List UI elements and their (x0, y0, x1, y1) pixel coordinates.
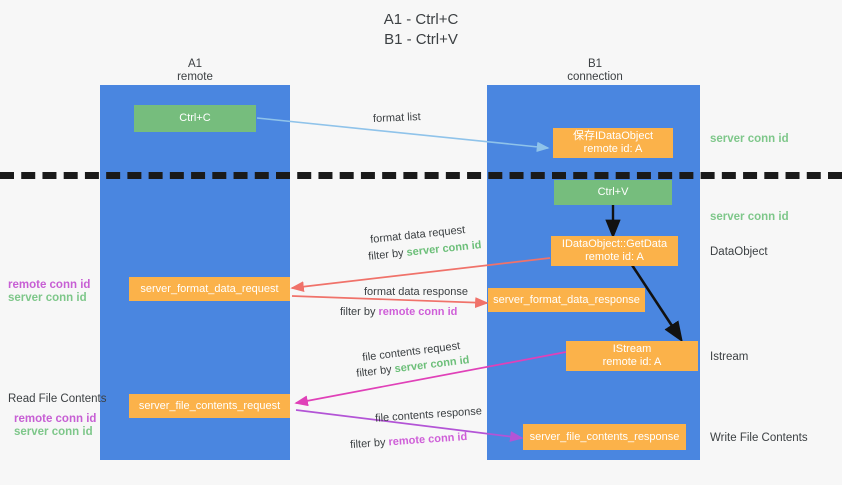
box-server-file-contents-request[interactable]: server_file_contents_request (129, 394, 290, 418)
lane-header-b1-sub: connection (567, 71, 623, 83)
title-line-2: B1 - Ctrl+V (384, 31, 458, 48)
box-server-format-data-response-label: server_format_data_response (493, 293, 640, 306)
edge-label-format-data-response-filter: filter by remote conn id (340, 305, 457, 319)
filter-value-remote-conn-id-1: remote conn id (378, 306, 458, 318)
box-save-idataobject-line1: 保存IDataObject (572, 130, 654, 142)
box-idataobject-getdata-line2: remote id: A (585, 251, 644, 263)
filter-by-prefix-1: filter by (367, 246, 408, 263)
note-server-conn-id-mid: server conn id (710, 211, 789, 223)
edge-label-format-list: format list (372, 110, 421, 126)
edge-label-file-contents-response-filter: filter by remote conn id (350, 430, 468, 452)
edge-label-format-data-response: format data response (364, 286, 468, 298)
page-title: A1 - Ctrl+C B1 - Ctrl+V (0, 10, 842, 50)
note-server-conn-id-top: server conn id (710, 133, 789, 145)
box-server-format-data-request-label: server_format_data_request (140, 282, 279, 295)
filter-by-prefix-3: filter by (355, 363, 396, 380)
box-ctrl-v-label: Ctrl+V (597, 186, 629, 198)
filter-by-prefix-2: filter by (340, 306, 379, 318)
box-server-file-contents-request-label: server_file_contents_request (138, 399, 281, 412)
box-server-format-data-request[interactable]: server_format_data_request (129, 277, 290, 301)
box-idataobject-getdata[interactable]: IDataObject::GetData remote id: A (551, 236, 678, 266)
lane-header-b1: B1 connection (540, 58, 650, 84)
note-server-conn-id-1: server conn id (8, 292, 87, 304)
filter-value-remote-conn-id-2: remote conn id (388, 430, 468, 449)
box-istream-line1: IStream (612, 343, 652, 355)
box-ctrl-v[interactable]: Ctrl+V (554, 180, 672, 205)
lane-header-a1-name: A1 (187, 58, 203, 70)
box-ctrl-c[interactable]: Ctrl+C (134, 105, 256, 132)
note-read-file-contents: Read File Contents (8, 393, 107, 405)
note-write-file-contents: Write File Contents (710, 432, 808, 444)
note-server-conn-id-2: server conn id (14, 426, 93, 438)
lane-header-a1-sub: remote (177, 71, 213, 83)
note-dataobject: DataObject (710, 246, 768, 258)
box-istream[interactable]: IStream remote id: A (566, 341, 698, 371)
box-server-file-contents-response-label: server_file_contents_response (529, 430, 680, 443)
box-server-file-contents-response[interactable]: server_file_contents_response (523, 424, 686, 450)
box-save-idataobject[interactable]: 保存IDataObject remote id: A (553, 128, 673, 158)
note-remote-conn-id-1: remote conn id (8, 279, 91, 291)
note-istream: Istream (710, 351, 749, 363)
phase-divider (0, 172, 842, 179)
lane-header-b1-name: B1 (587, 58, 603, 70)
box-save-idataobject-line2: remote id: A (583, 143, 643, 155)
filter-by-prefix-4: filter by (349, 436, 389, 452)
edge-label-file-contents-response: file contents response (374, 405, 483, 425)
title-line-1: A1 - Ctrl+C (383, 11, 459, 28)
note-remote-conn-id-2: remote conn id (14, 413, 97, 425)
lane-header-a1: A1 remote (140, 58, 250, 84)
box-istream-line2: remote id: A (602, 356, 662, 368)
box-idataobject-getdata-line1: IDataObject::GetData (561, 238, 668, 250)
box-ctrl-c-label: Ctrl+C (179, 112, 211, 124)
box-server-format-data-response[interactable]: server_format_data_response (488, 288, 645, 312)
